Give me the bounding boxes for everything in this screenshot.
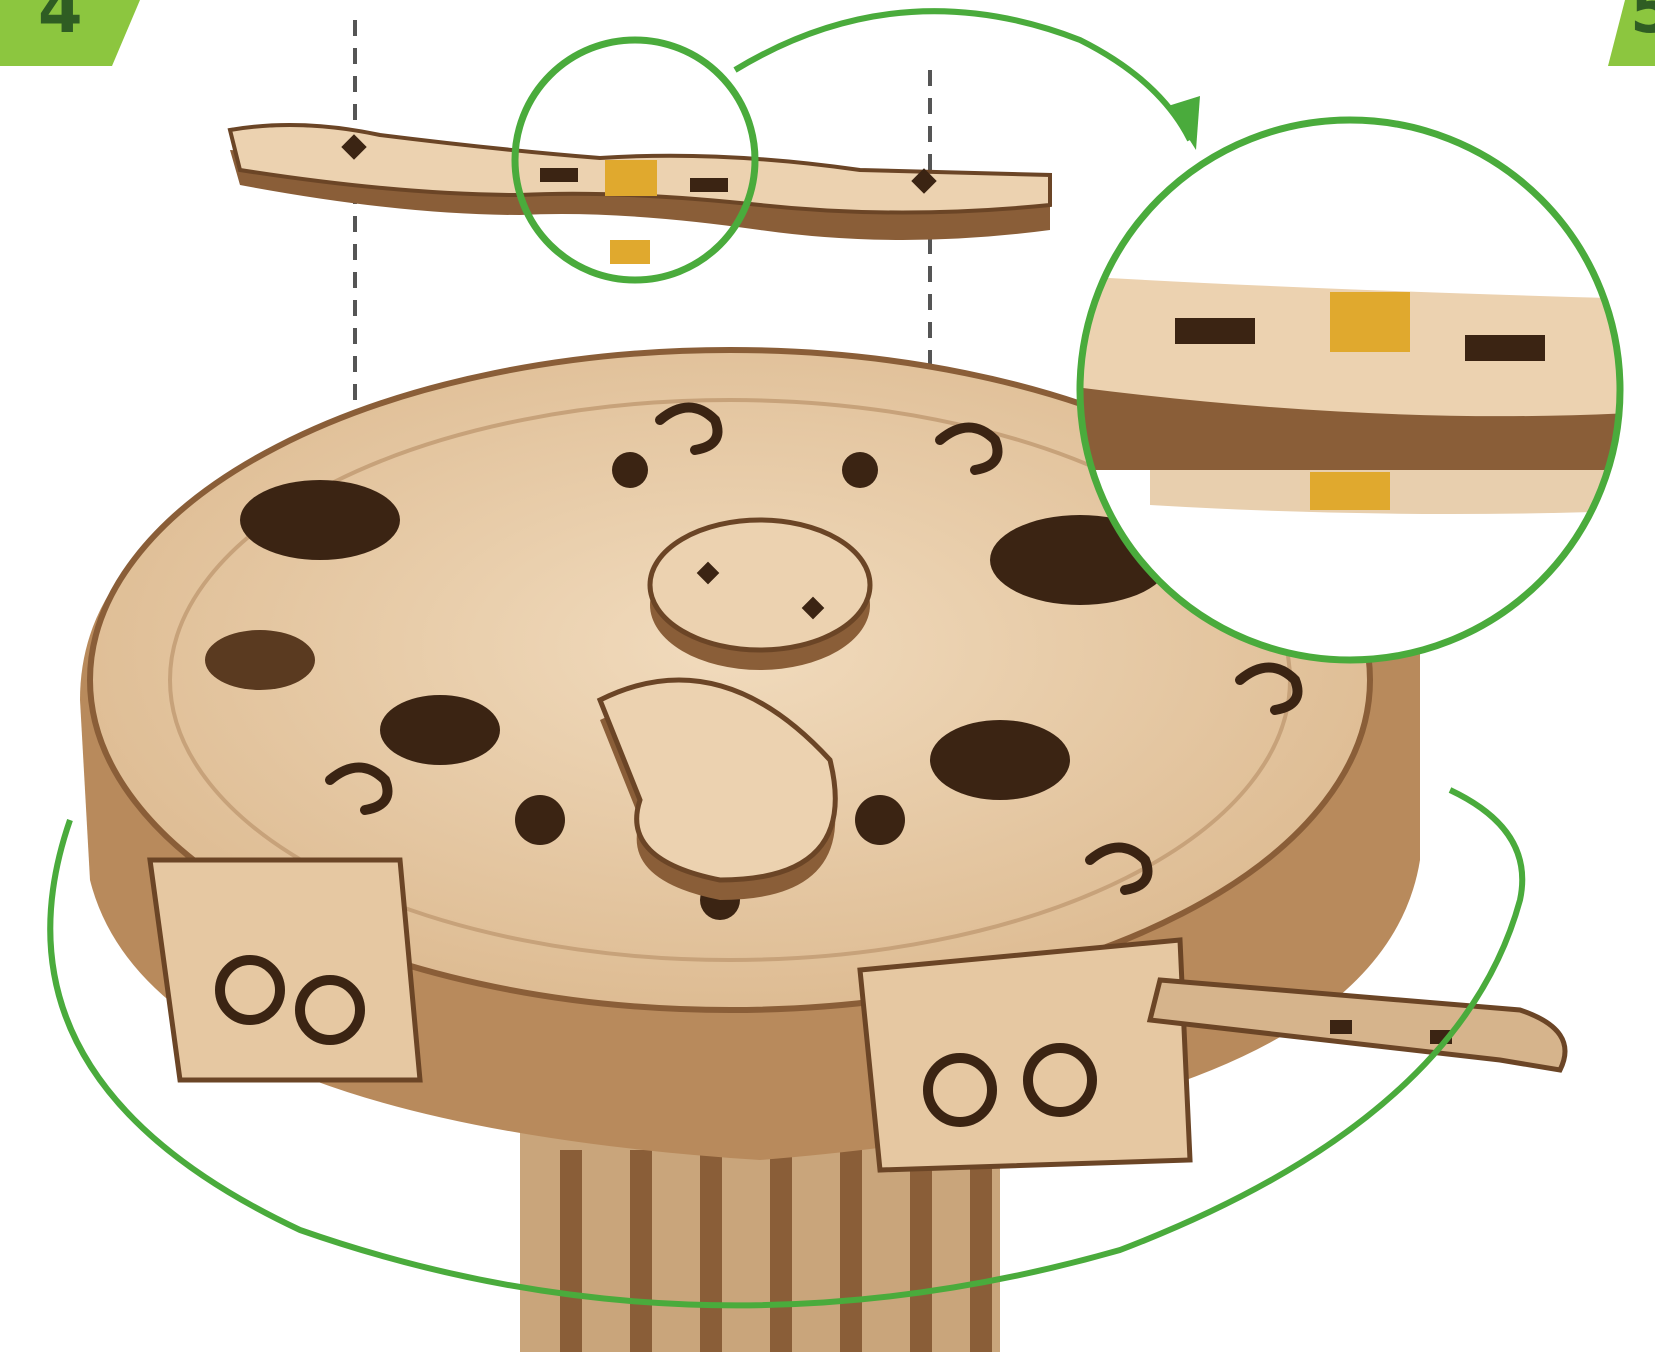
next-step-badge: 5 — [1608, 0, 1655, 66]
zoom-peg — [1330, 292, 1410, 352]
step-number: 4 — [38, 0, 83, 48]
ornate-bracket-left — [150, 860, 420, 1080]
callout-arrow — [735, 11, 1190, 140]
next-step-number: 5 — [1630, 0, 1655, 48]
callout-arrowhead — [1168, 96, 1200, 150]
central-hub — [650, 520, 870, 670]
peg — [605, 160, 657, 196]
top-beam-part — [230, 125, 1050, 264]
ornate-bracket-right — [860, 940, 1190, 1170]
step-badge: 4 — [0, 0, 140, 66]
